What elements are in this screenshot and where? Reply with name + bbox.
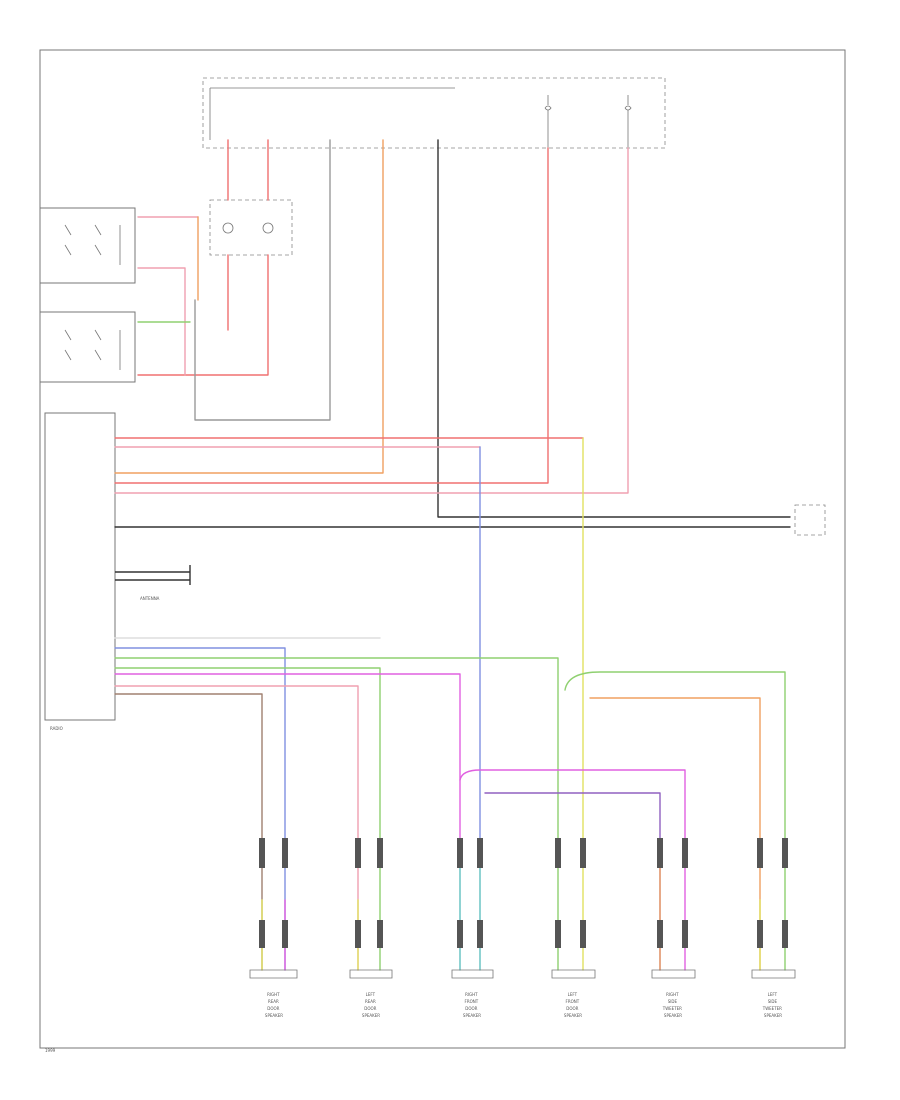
connector-marker [782, 838, 788, 868]
wire-green [114, 667, 381, 971]
connector-marker [282, 920, 288, 948]
fuse-group [544, 95, 632, 148]
connector-marker [657, 920, 663, 948]
wire-orange [114, 139, 384, 474]
clock-spring-box [209, 199, 293, 256]
connector-marker [457, 838, 463, 868]
speaker-icon [751, 969, 796, 979]
fuse-icon [544, 95, 552, 111]
wire-brown [114, 693, 263, 971]
wire-pink [114, 685, 359, 971]
speaker-icon [249, 969, 298, 979]
speaker-label-s2: LEFT REAR DOOR SPEAKER [362, 992, 380, 1018]
connector-marker [377, 838, 383, 868]
wire-orange [589, 697, 761, 971]
connector-marker [457, 920, 463, 948]
switch-icon [64, 224, 121, 265]
antenna-symbol: ANTENNA [115, 565, 191, 601]
speaker-label-s5: RIGHT SIDE TWEETER SPEAKER [662, 992, 683, 1018]
connector-marker [259, 838, 265, 868]
diagram-frame [39, 49, 846, 1049]
wire-magenta [459, 769, 686, 971]
connector-marker [580, 920, 586, 948]
connector-marker [682, 920, 688, 948]
connector-marker [580, 838, 586, 868]
connector-marker [682, 838, 688, 868]
speaker-label-s6: LEFT SIDE TWEETER SPEAKER [762, 992, 783, 1018]
connector-marker [282, 838, 288, 868]
antenna-connector [794, 504, 826, 536]
speaker-icon [349, 969, 393, 979]
speaker-icon [451, 969, 494, 979]
clock-spring-coil-icon [262, 222, 274, 234]
switch-icon [64, 329, 121, 370]
speaker-icon [551, 969, 596, 979]
connector-marker [657, 838, 663, 868]
wire-pink [114, 147, 629, 494]
wire-red [114, 147, 549, 484]
wires [114, 139, 791, 971]
connector-marker [477, 920, 483, 948]
radio-unit [44, 412, 116, 721]
connector-marker [477, 838, 483, 868]
speaker-label-s1: RIGHT REAR DOOR SPEAKER [265, 992, 283, 1018]
footer-code: 1999 [45, 1048, 56, 1053]
connector-marker [782, 920, 788, 948]
speaker-icon [651, 969, 696, 979]
connector-marker [757, 920, 763, 948]
wire-magenta [114, 673, 461, 861]
steering-wheel-switch-upper [39, 207, 136, 284]
connector-marker [555, 920, 561, 948]
antenna-label: ANTENNA [140, 596, 160, 601]
steering-wheel-switch-lower [39, 311, 136, 383]
radio-label: RADIO [50, 726, 63, 731]
connector-marker [757, 838, 763, 868]
clock-spring-coil-icon [222, 222, 234, 234]
fuse-icon [624, 95, 632, 111]
power-distribution-box [202, 77, 666, 149]
connector-marker [355, 838, 361, 868]
wire-pink [137, 267, 186, 376]
speaker-label-s3: RIGHT FRONT DOOR SPEAKER [463, 992, 481, 1018]
switch-symbols [64, 224, 121, 370]
connector-marker [377, 920, 383, 948]
wire-purple [484, 792, 661, 971]
connector-marker [555, 838, 561, 868]
speaker-label-s4: LEFT FRONT DOOR SPEAKER [564, 992, 582, 1018]
speakers [249, 969, 796, 979]
wire-green [564, 671, 786, 971]
connector-marker [259, 920, 265, 948]
wire-gray [194, 139, 331, 421]
wire-green [114, 657, 559, 861]
wire-red [137, 139, 269, 376]
connector-markers [259, 838, 788, 948]
wire-black [437, 139, 791, 518]
connector-marker [355, 920, 361, 948]
